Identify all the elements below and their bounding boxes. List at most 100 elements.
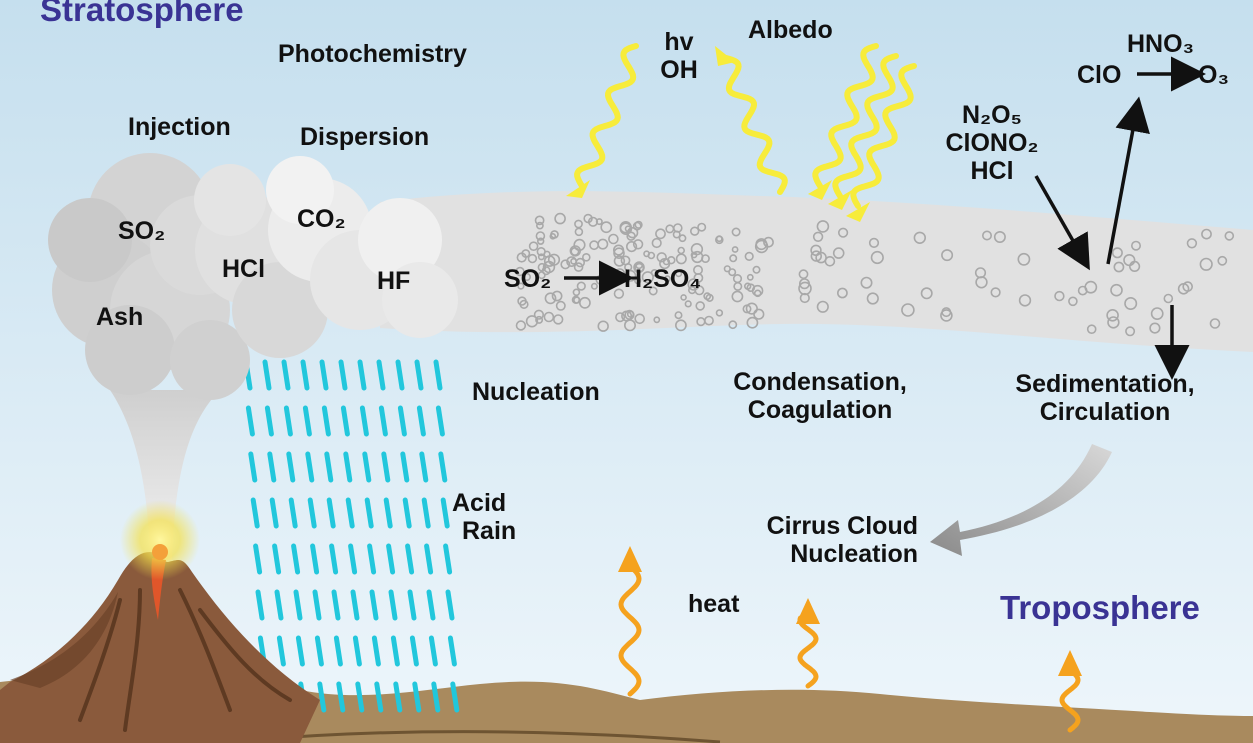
droplet	[619, 221, 632, 234]
clo-label: ClO	[1077, 61, 1122, 89]
acid-rain-drop	[383, 497, 393, 529]
hv-label: hv	[664, 28, 694, 56]
droplet	[744, 251, 754, 261]
droplet	[824, 255, 836, 267]
acid-rain-drop	[445, 589, 455, 621]
crater-glow	[120, 500, 200, 580]
droplet	[1124, 296, 1138, 310]
droplet	[655, 228, 666, 240]
nucleation-label: Nucleation	[472, 378, 600, 406]
droplet	[1123, 254, 1136, 267]
droplet	[815, 251, 827, 264]
incoming-sunlight-arrow-4	[850, 63, 917, 209]
droplet	[536, 221, 544, 230]
droplet	[1106, 308, 1119, 322]
droplet	[696, 317, 706, 327]
acid-rain-drop	[378, 405, 388, 437]
droplet	[746, 316, 759, 329]
incoming-sunlight-arrow-2	[812, 43, 879, 189]
droplet	[537, 262, 547, 272]
acid-rain-drop	[428, 635, 438, 667]
droplet	[527, 253, 538, 264]
droplet	[533, 309, 545, 320]
acid-rain-drop	[369, 589, 379, 621]
acid-rain-drop	[312, 589, 322, 621]
droplet	[675, 319, 687, 332]
acid-rain-drop	[319, 359, 329, 391]
reservoir-to-aerosol-arrow	[1034, 175, 1090, 271]
cloud-puff	[170, 320, 250, 400]
droplet	[941, 249, 954, 262]
droplet	[543, 311, 555, 323]
droplet	[860, 276, 873, 289]
droplet	[743, 282, 752, 290]
eruption-column	[110, 390, 220, 560]
gas-hcl-label: HCl	[222, 255, 266, 283]
acid-rain-drop	[310, 543, 320, 575]
acid-rain-drop	[386, 543, 396, 575]
droplet	[799, 292, 810, 304]
droplet	[695, 301, 706, 311]
droplet	[573, 238, 586, 251]
acid-rain-drop	[350, 589, 360, 621]
cloud-puff	[85, 305, 175, 395]
droplet	[597, 320, 609, 332]
droplet	[534, 215, 545, 226]
cloud-puff	[358, 198, 442, 282]
acid-rain-drop	[433, 359, 443, 391]
droplet	[733, 281, 743, 291]
acid-rain-drop	[269, 497, 279, 529]
eruption-cloud	[48, 153, 458, 400]
aerosol-plume-band	[380, 191, 1253, 352]
droplet	[634, 277, 642, 285]
albedo-label: Albedo	[748, 16, 833, 44]
acid-rain-drop	[357, 359, 367, 391]
droplet	[560, 259, 571, 270]
aerosol-to-hno3-arrow	[1106, 96, 1150, 265]
acid-rain-drop	[352, 635, 362, 667]
heat-arrow-2	[797, 615, 819, 689]
acid-rain-drop	[367, 543, 377, 575]
droplet	[866, 292, 879, 305]
incoming-sunlight-arrow	[574, 43, 639, 189]
acid-rain-drop	[371, 635, 381, 667]
droplet	[552, 314, 564, 325]
n2o5-label: N₂O₅	[961, 101, 1023, 129]
droplet	[1110, 283, 1123, 297]
acid-rain-drop	[412, 681, 422, 713]
acid-rain-drop	[390, 635, 400, 667]
injection-label: Injection	[128, 113, 231, 141]
droplet	[632, 239, 644, 250]
acid-rain-drop	[381, 451, 391, 483]
droplet	[663, 275, 671, 283]
droplet	[1163, 293, 1174, 304]
droplet	[1113, 261, 1125, 273]
acid-rain-drop	[393, 681, 403, 713]
droplet	[528, 241, 539, 251]
sunlight-arrowheads	[566, 46, 870, 222]
droplet	[550, 230, 559, 239]
droplet	[731, 227, 741, 237]
acid-rain-drop	[274, 589, 284, 621]
curved-arrow-icon	[930, 444, 1112, 556]
droplet	[625, 241, 638, 253]
droplet	[543, 250, 551, 258]
acid-rain-drop	[245, 405, 255, 437]
acid-rain-drop	[286, 451, 296, 483]
ground	[0, 674, 1253, 743]
acid-rain-drop	[400, 451, 410, 483]
droplet	[837, 287, 848, 299]
droplet	[678, 234, 687, 243]
heat-wavy-arrow-icon	[618, 563, 1081, 733]
acid-rain-drop	[402, 497, 412, 529]
droplet	[536, 237, 545, 245]
droplet	[870, 250, 884, 265]
droplet	[703, 292, 712, 301]
droplet	[680, 294, 687, 301]
droplet	[634, 220, 643, 229]
cirrus-label-line1: Cirrus Cloud	[766, 512, 918, 540]
droplet	[1224, 231, 1235, 241]
droplet	[754, 239, 769, 254]
droplet	[1068, 296, 1078, 307]
